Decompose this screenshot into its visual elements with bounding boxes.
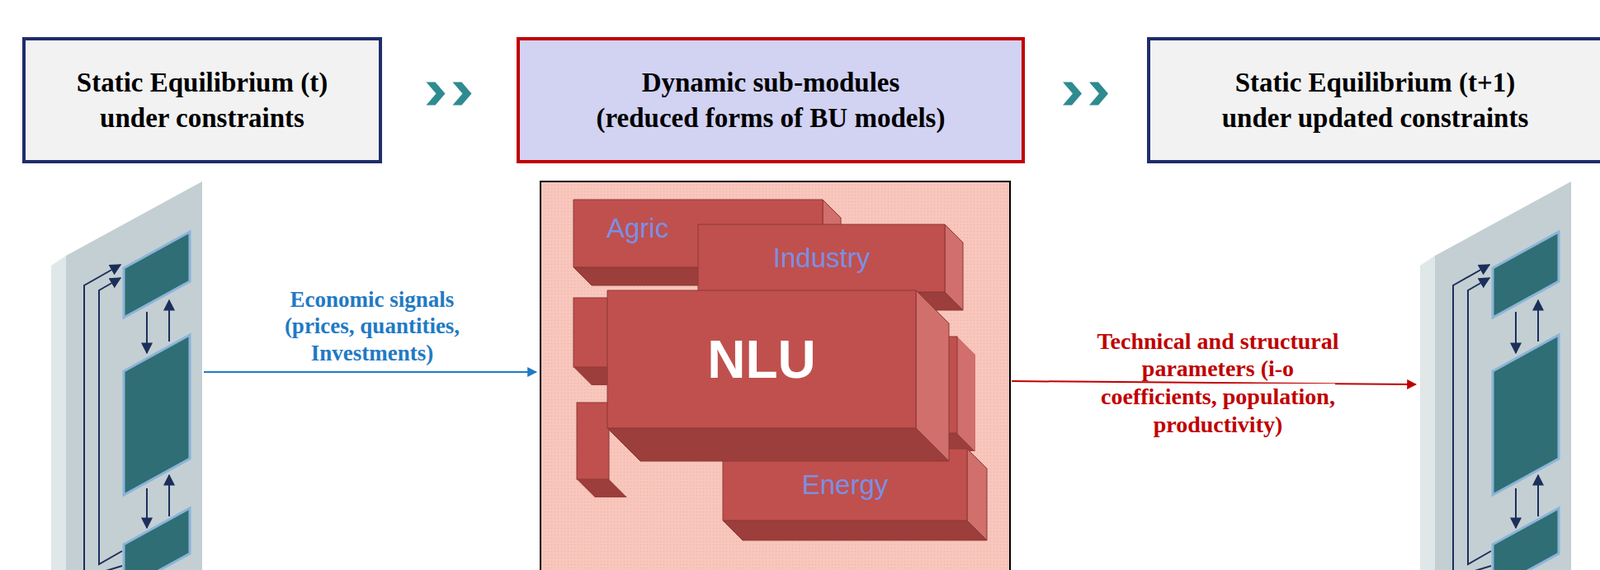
process-box: Static Equilibrium (t+1) under updated c…: [1146, 37, 1600, 164]
module-name: Industry: [773, 242, 870, 274]
box-title: Dynamic sub-modules (reduced forms of BU…: [591, 65, 951, 137]
chevron-connector: [426, 82, 472, 106]
signal-arrow: [203, 371, 537, 373]
equilibrium-figure: [1420, 181, 1572, 570]
module-block: NLU: [607, 290, 916, 429]
module-name: Agric: [606, 212, 669, 245]
flow-label: Technical and structural parameters (i-o…: [1081, 327, 1355, 439]
flow-label: Economic signals (prices, quantities, In…: [255, 286, 489, 367]
process-box: Static Equilibrium (t) under constraints: [22, 37, 383, 164]
process-box: Dynamic sub-modules (reduced forms of BU…: [516, 37, 1025, 164]
label-text: Technical and structural parameters (i-o…: [1097, 328, 1340, 438]
module-name: NLU: [707, 329, 817, 391]
equilibrium-figure: [51, 181, 203, 570]
box-title: Static Equilibrium (t) under constraints: [45, 65, 359, 137]
box-title: Static Equilibrium (t+1) under updated c…: [1210, 65, 1541, 137]
chevron-connector: [1062, 82, 1109, 106]
module-name: Energy: [802, 469, 889, 501]
label-text: Economic signals (prices, quantities, In…: [284, 287, 460, 366]
module-panel: [540, 181, 1011, 570]
module-block: Industry: [698, 224, 945, 293]
